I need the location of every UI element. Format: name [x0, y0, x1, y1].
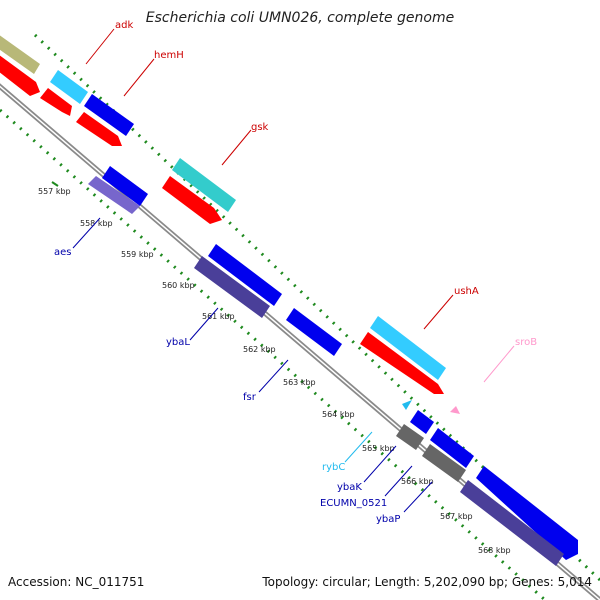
- gene-feature-red-5: [360, 332, 444, 394]
- accession-text: Accession: NC_011751: [8, 575, 144, 589]
- forward-labels: adk hemH gsk ushA sroB: [85, 20, 537, 383]
- gene-feature-blue-4: [286, 308, 342, 356]
- tick-label-566: 566 kbp: [401, 477, 434, 486]
- gene-feature-blue-7: [476, 466, 578, 560]
- gene-label-adk: adk: [115, 20, 133, 31]
- gene-label-ECUMN_0521: ECUMN_0521: [320, 498, 387, 509]
- gene-feature-blue-6: [430, 428, 474, 468]
- tick-label-564: 564 kbp: [322, 410, 355, 419]
- tick-label-567: 567 kbp: [440, 512, 473, 521]
- map-title: Escherichia coli UMN026, complete genome: [146, 10, 454, 26]
- gene-feature-lavender: [88, 176, 140, 214]
- gene-feature-srob-marker: [450, 406, 460, 414]
- gene-feature-blue-2: [102, 166, 148, 206]
- genome-summary-text: Topology: circular; Length: 5,202,090 bp…: [261, 575, 592, 589]
- gene-label-fsr: fsr: [243, 392, 257, 403]
- tick-label-558: 558 kbp: [80, 219, 113, 228]
- gene-label-ushA: ushA: [454, 286, 479, 297]
- gene-feature-cyan-1: [50, 70, 88, 104]
- gene-feature-blue-3: [208, 244, 282, 306]
- gene-feature-gray-2: [422, 444, 466, 482]
- reverse-labels: aes ybaL fsr rybC ybaK ECUMN_0521 ybaP: [54, 217, 433, 525]
- tick-label-568: 568 kbp: [478, 546, 511, 555]
- gene-feature-red-3: [76, 112, 122, 146]
- tick-label-557: 557 kbp: [38, 187, 71, 196]
- gene-label-ybaK: ybaK: [337, 482, 362, 493]
- forward-features: [0, 35, 446, 394]
- gene-label-rybC: rybC: [322, 462, 345, 473]
- tick-label-560: 560 kbp: [162, 281, 195, 290]
- tick-label-559: 559 kbp: [121, 250, 154, 259]
- gene-label-hemH: hemH: [154, 50, 184, 61]
- gene-label-gsk: gsk: [251, 122, 269, 133]
- gene-feature-teal-1: [172, 158, 236, 212]
- gene-label-ybaL: ybaL: [166, 337, 190, 348]
- gene-label-aes: aes: [54, 247, 72, 258]
- gene-feature-cyan-2: [370, 316, 446, 380]
- gene-feature-red-1: [0, 55, 40, 96]
- tick-label-563: 563 kbp: [283, 378, 316, 387]
- reverse-features: [88, 166, 578, 566]
- gene-feature-red-2: [40, 88, 72, 116]
- tick-label-565: 565 kbp: [362, 444, 395, 453]
- gene-feature-purple-1: [194, 256, 270, 318]
- tick-label-561: 561 kbp: [202, 312, 235, 321]
- gene-feature-rybc-marker: [402, 400, 412, 410]
- gene-feature-red-4: [162, 176, 222, 224]
- gene-feature-blue-5: [410, 410, 434, 434]
- gene-feature-olive: [0, 35, 40, 74]
- tick-label-562: 562 kbp: [243, 345, 276, 354]
- gene-label-sroB: sroB: [515, 337, 537, 348]
- gene-feature-blue-1: [84, 94, 134, 136]
- gene-label-ybaP: ybaP: [376, 514, 400, 525]
- gene-feature-gray-1: [396, 424, 424, 450]
- kbp-ticks: 557 kbp 558 kbp 559 kbp 560 kbp 561 kbp …: [38, 181, 511, 555]
- gene-feature-purple-2: [460, 480, 564, 566]
